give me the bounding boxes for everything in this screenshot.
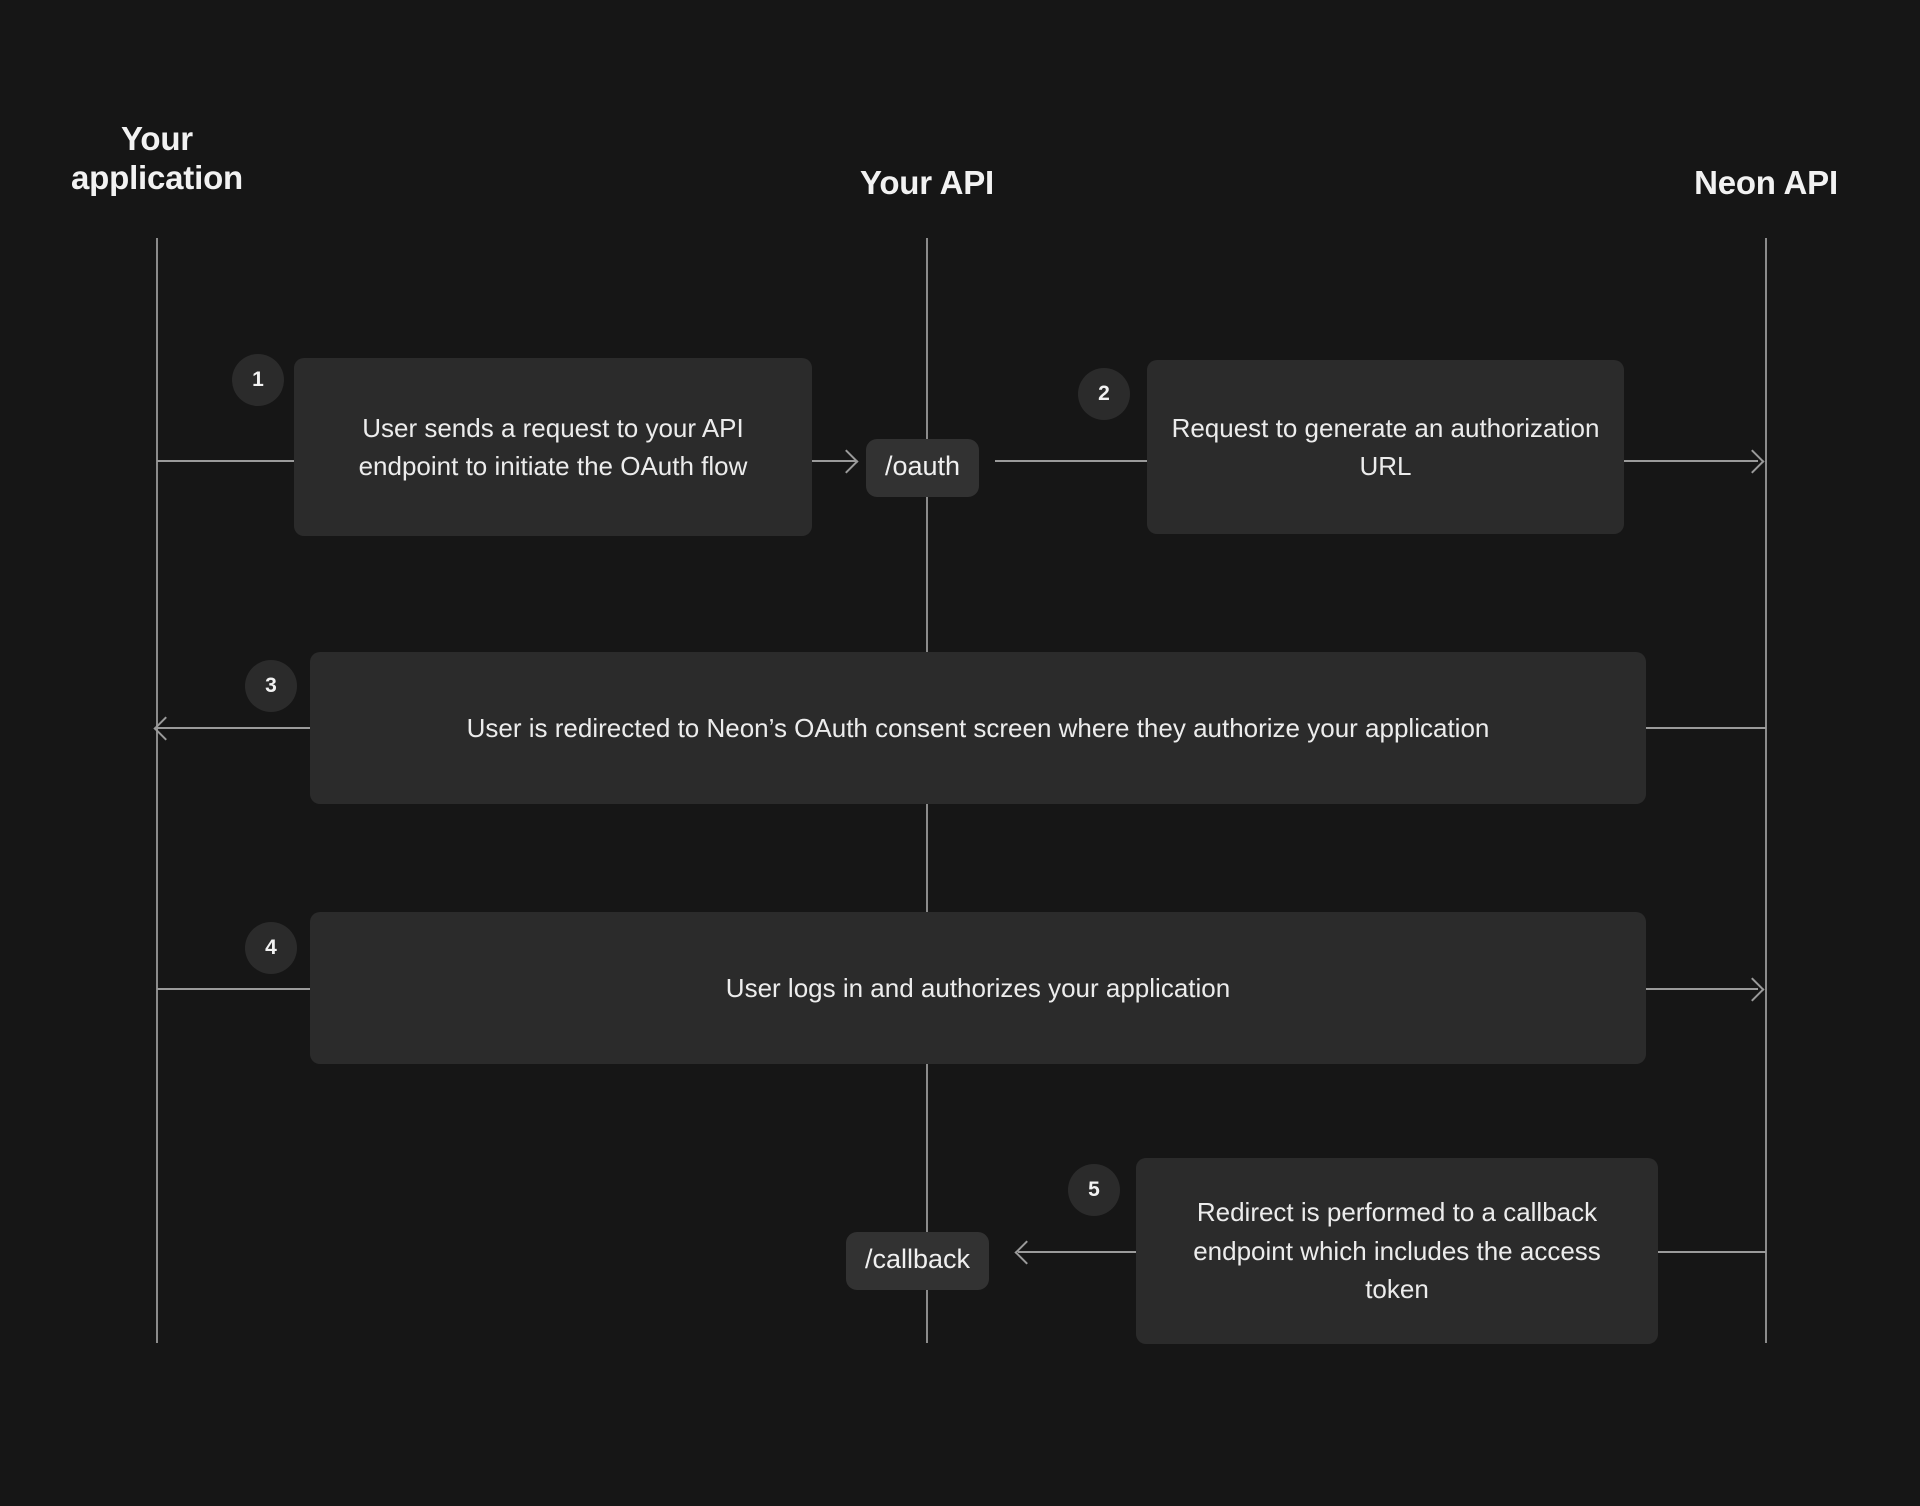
step-4-connector-right (1646, 988, 1758, 990)
participant-header-your-application: Your application (71, 120, 243, 196)
step-2-badge: 2 (1078, 368, 1130, 420)
endpoint-pill-callback-label: /callback (865, 1244, 971, 1274)
step-5-badge-number: 5 (1088, 1178, 1100, 1201)
participant-header-neon-api: Neon API (1694, 164, 1838, 201)
step-4-connector-left (157, 988, 310, 990)
step-4-badge-number: 4 (265, 936, 277, 959)
step-5-badge: 5 (1068, 1164, 1120, 1216)
lifeline-your-application (156, 238, 158, 1343)
step-1-message-text: User sends a request to your API endpoin… (358, 412, 748, 481)
step-3-badge: 3 (245, 660, 297, 712)
step-4-message-text: User logs in and authorizes your applica… (725, 972, 1231, 1003)
step-4-arrowhead (1740, 977, 1765, 1002)
step-1-message-box: User sends a request to your API endpoin… (294, 358, 812, 536)
step-2-arrowhead (1740, 449, 1765, 474)
step-5-connector-right (1658, 1251, 1766, 1253)
step-4-message-box: User logs in and authorizes your applica… (310, 912, 1646, 1064)
participant-header-your-api: Your API (859, 164, 995, 201)
step-2-connector-left (995, 460, 1147, 462)
step-2-message-box: Request to generate an authorization URL (1147, 360, 1624, 534)
step-1-arrowhead (834, 449, 859, 474)
step-5-message-box: Redirect is performed to a callback endp… (1136, 1158, 1658, 1344)
step-2-connector-right (1624, 460, 1758, 462)
step-1-badge-number: 1 (252, 368, 264, 391)
step-5-message-text: Redirect is performed to a callback endp… (1193, 1197, 1601, 1305)
step-3-badge-number: 3 (265, 674, 277, 697)
step-2-badge-number: 2 (1098, 382, 1110, 405)
step-3-connector-right (1646, 727, 1766, 729)
endpoint-pill-callback: /callback (846, 1232, 990, 1290)
step-5-connector-left (1018, 1251, 1136, 1253)
lifeline-neon-api (1765, 238, 1767, 1343)
step-1-badge: 1 (232, 354, 284, 406)
step-5-arrowhead (1014, 1240, 1039, 1265)
endpoint-pill-oauth: /oauth (866, 439, 980, 497)
endpoint-pill-oauth-label: /oauth (885, 451, 961, 481)
step-4-badge: 4 (245, 922, 297, 974)
step-2-message-text: Request to generate an authorization URL (1171, 412, 1600, 481)
step-3-connector-left (157, 727, 310, 729)
step-3-message-box: User is redirected to Neon’s OAuth conse… (310, 652, 1646, 804)
step-3-message-text: User is redirected to Neon’s OAuth conse… (466, 712, 1490, 743)
